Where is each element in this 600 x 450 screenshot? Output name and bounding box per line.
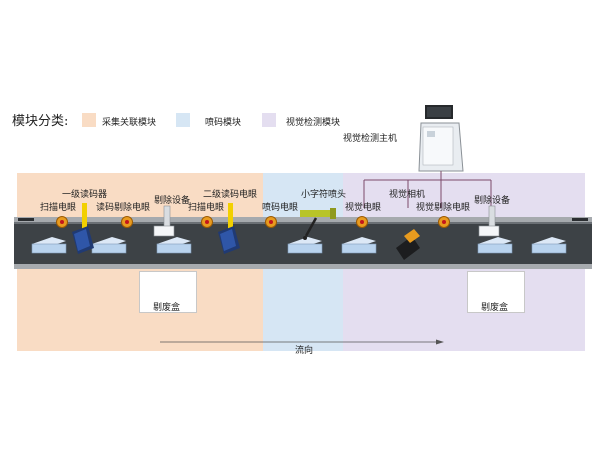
sensor-scan2: [201, 216, 213, 228]
label-print-sensor: 喷码电眼: [262, 203, 299, 213]
sensor-vision-reject: [438, 216, 450, 228]
sensor-print: [265, 216, 277, 228]
label-reader2: 二级读码电眼: [203, 190, 258, 200]
product-box: [31, 237, 67, 254]
vision-host-icon: [418, 105, 464, 172]
label-reject-device2: 剔除设备: [474, 196, 511, 206]
vision-camera-device: [396, 229, 420, 260]
reject-box1: [139, 271, 197, 313]
product-box: [341, 237, 377, 254]
legend-label-vision: 视觉检测模块: [286, 118, 341, 128]
legend-title: 模块分类:: [12, 114, 69, 129]
print-head-device: [300, 208, 336, 240]
product-box: [531, 237, 567, 254]
reader1-device: [72, 203, 94, 254]
label-vision-reject-sensor: 视觉剔除电眼: [416, 203, 471, 213]
label-reader1: 一级读码器: [62, 190, 108, 200]
label-scan-sensor2: 扫描电眼: [188, 203, 225, 213]
product-box: [156, 237, 192, 254]
legend-label-collect: 采集关联模块: [102, 118, 157, 128]
label-vision-sensor: 视觉电眼: [345, 203, 382, 213]
label-read-reject-sensor1: 读码剔除电眼: [96, 203, 151, 213]
reject-box2-label: 剔废盒: [481, 303, 509, 313]
sensor-vision: [356, 216, 368, 228]
legend-swatch-vision: [262, 113, 276, 127]
reject-box1-label: 剔废盒: [153, 303, 181, 313]
label-scan-sensor1: 扫描电眼: [40, 203, 77, 213]
reader2-device: [218, 203, 240, 254]
reject-device1: [153, 205, 175, 237]
reject-device2: [478, 205, 500, 237]
product-box: [287, 237, 323, 254]
vision-host-label: 视觉检测主机: [343, 134, 398, 144]
reject-box2: [467, 271, 525, 313]
flow-label: 流向: [295, 346, 314, 356]
legend-label-print: 喷码模块: [205, 118, 242, 128]
sensor-read-reject1: [121, 216, 133, 228]
sensor-scan1: [56, 216, 68, 228]
label-vision-camera: 视觉相机: [389, 190, 426, 200]
label-reject-device1: 剔除设备: [154, 196, 191, 206]
legend-swatch-print: [176, 113, 190, 127]
product-box: [477, 237, 513, 254]
legend-swatch-collect: [82, 113, 96, 127]
label-small-print-head: 小字符喷头: [301, 190, 347, 200]
